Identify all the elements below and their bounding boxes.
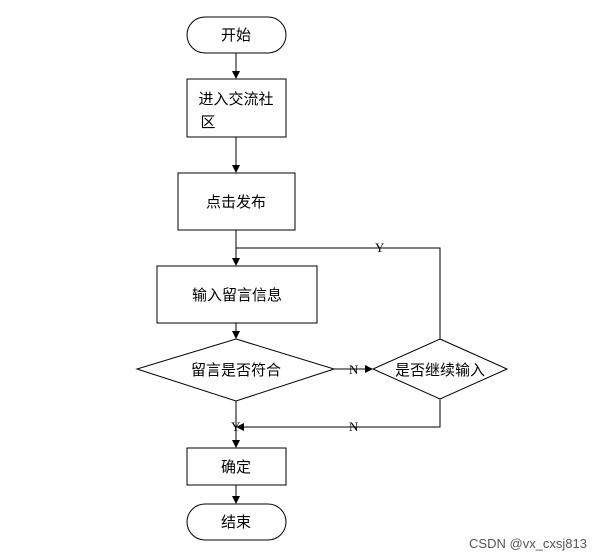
node-start-label: 开始	[221, 26, 251, 44]
node-publish: 点击发布	[177, 172, 296, 231]
node-confirm-label: 确定	[221, 458, 251, 476]
edge-continue-no-return	[236, 399, 441, 431]
node-check-message: 留言是否符合	[135, 338, 336, 402]
watermark-text: CSDN @vx_cxsj813	[469, 536, 587, 551]
edge-continue-yes-loop	[236, 247, 441, 339]
node-confirm: 确定	[186, 447, 287, 486]
node-enter-label-line2: 区	[200, 113, 215, 131]
node-input-label: 输入留言信息	[192, 286, 282, 304]
node-continue-label: 是否继续输入	[395, 361, 485, 379]
node-enter-label-line1: 进入交流社	[198, 90, 273, 108]
edge-label-continue-yes: Y	[375, 240, 385, 255]
node-start: 开始	[186, 16, 287, 54]
node-enter-community: 进入交流社 区	[186, 78, 287, 138]
edge-label-check-no: N	[349, 362, 359, 377]
node-check-label: 留言是否符合	[191, 361, 281, 379]
edge-label-continue-no: N	[349, 419, 359, 434]
node-end-label: 结束	[221, 513, 251, 531]
node-input-message: 输入留言信息	[156, 265, 318, 324]
node-continue-input: 是否继续输入	[371, 338, 509, 400]
node-end: 结束	[186, 503, 287, 541]
node-publish-label: 点击发布	[206, 193, 266, 211]
edge-label-check-yes: Y	[231, 419, 241, 434]
